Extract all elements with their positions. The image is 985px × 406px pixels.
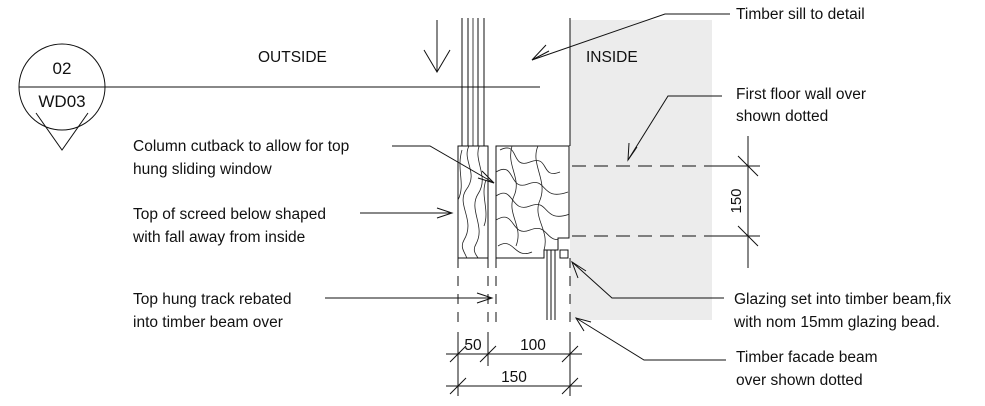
note-first-floor-wall-line2: shown dotted: [736, 108, 828, 125]
note-glazing-line2: with nom 15mm glazing bead.: [733, 314, 940, 331]
total-width-dimension: 150: [501, 369, 527, 386]
beam-width-dimension: 100: [520, 337, 546, 354]
window-frame-lines: [461, 18, 485, 146]
column-width-dimension: 50: [464, 337, 482, 354]
timber-beam-section: [495, 145, 570, 259]
note-top-of-screed-line2: with fall away from inside: [132, 229, 305, 246]
note-glazing-line1: Glazing set into timber beam,fix: [734, 291, 951, 308]
note-top-of-screed-line1: Top of screed below shaped: [133, 206, 326, 223]
column-grain: [458, 146, 487, 258]
note-timber-sill: Timber sill to detail: [736, 6, 865, 23]
inside-area-shading: [570, 20, 712, 320]
vertical-dimension-value: 150: [728, 188, 745, 213]
section-number: 02: [53, 59, 72, 78]
vertical-dimension: 150: [712, 136, 760, 268]
note-top-hung-track-line1: Top hung track rebated: [133, 291, 292, 308]
glazing-below-beam: [546, 249, 569, 320]
view-direction-arrow: [423, 20, 451, 73]
section-tag: 02 WD03: [18, 43, 540, 151]
note-first-floor-wall-line1: First floor wall over: [736, 86, 866, 103]
note-column-cutback-line2: hung sliding window: [133, 161, 273, 178]
outside-label: OUTSIDE: [258, 49, 327, 66]
note-column-cutback-line1: Column cutback to allow for top: [133, 138, 349, 155]
bottom-dimensions: 50 100 150: [446, 332, 582, 396]
note-top-hung-track-line2: into timber beam over: [133, 314, 283, 331]
timber-column-section: [457, 145, 489, 259]
section-sheet: WD03: [38, 92, 85, 111]
inside-label: INSIDE: [586, 49, 638, 66]
beam-grain: [496, 146, 569, 255]
leader-lines: [325, 13, 730, 361]
note-facade-beam-line1: Timber facade beam: [736, 349, 878, 366]
note-facade-beam-line2: over shown dotted: [736, 372, 863, 389]
